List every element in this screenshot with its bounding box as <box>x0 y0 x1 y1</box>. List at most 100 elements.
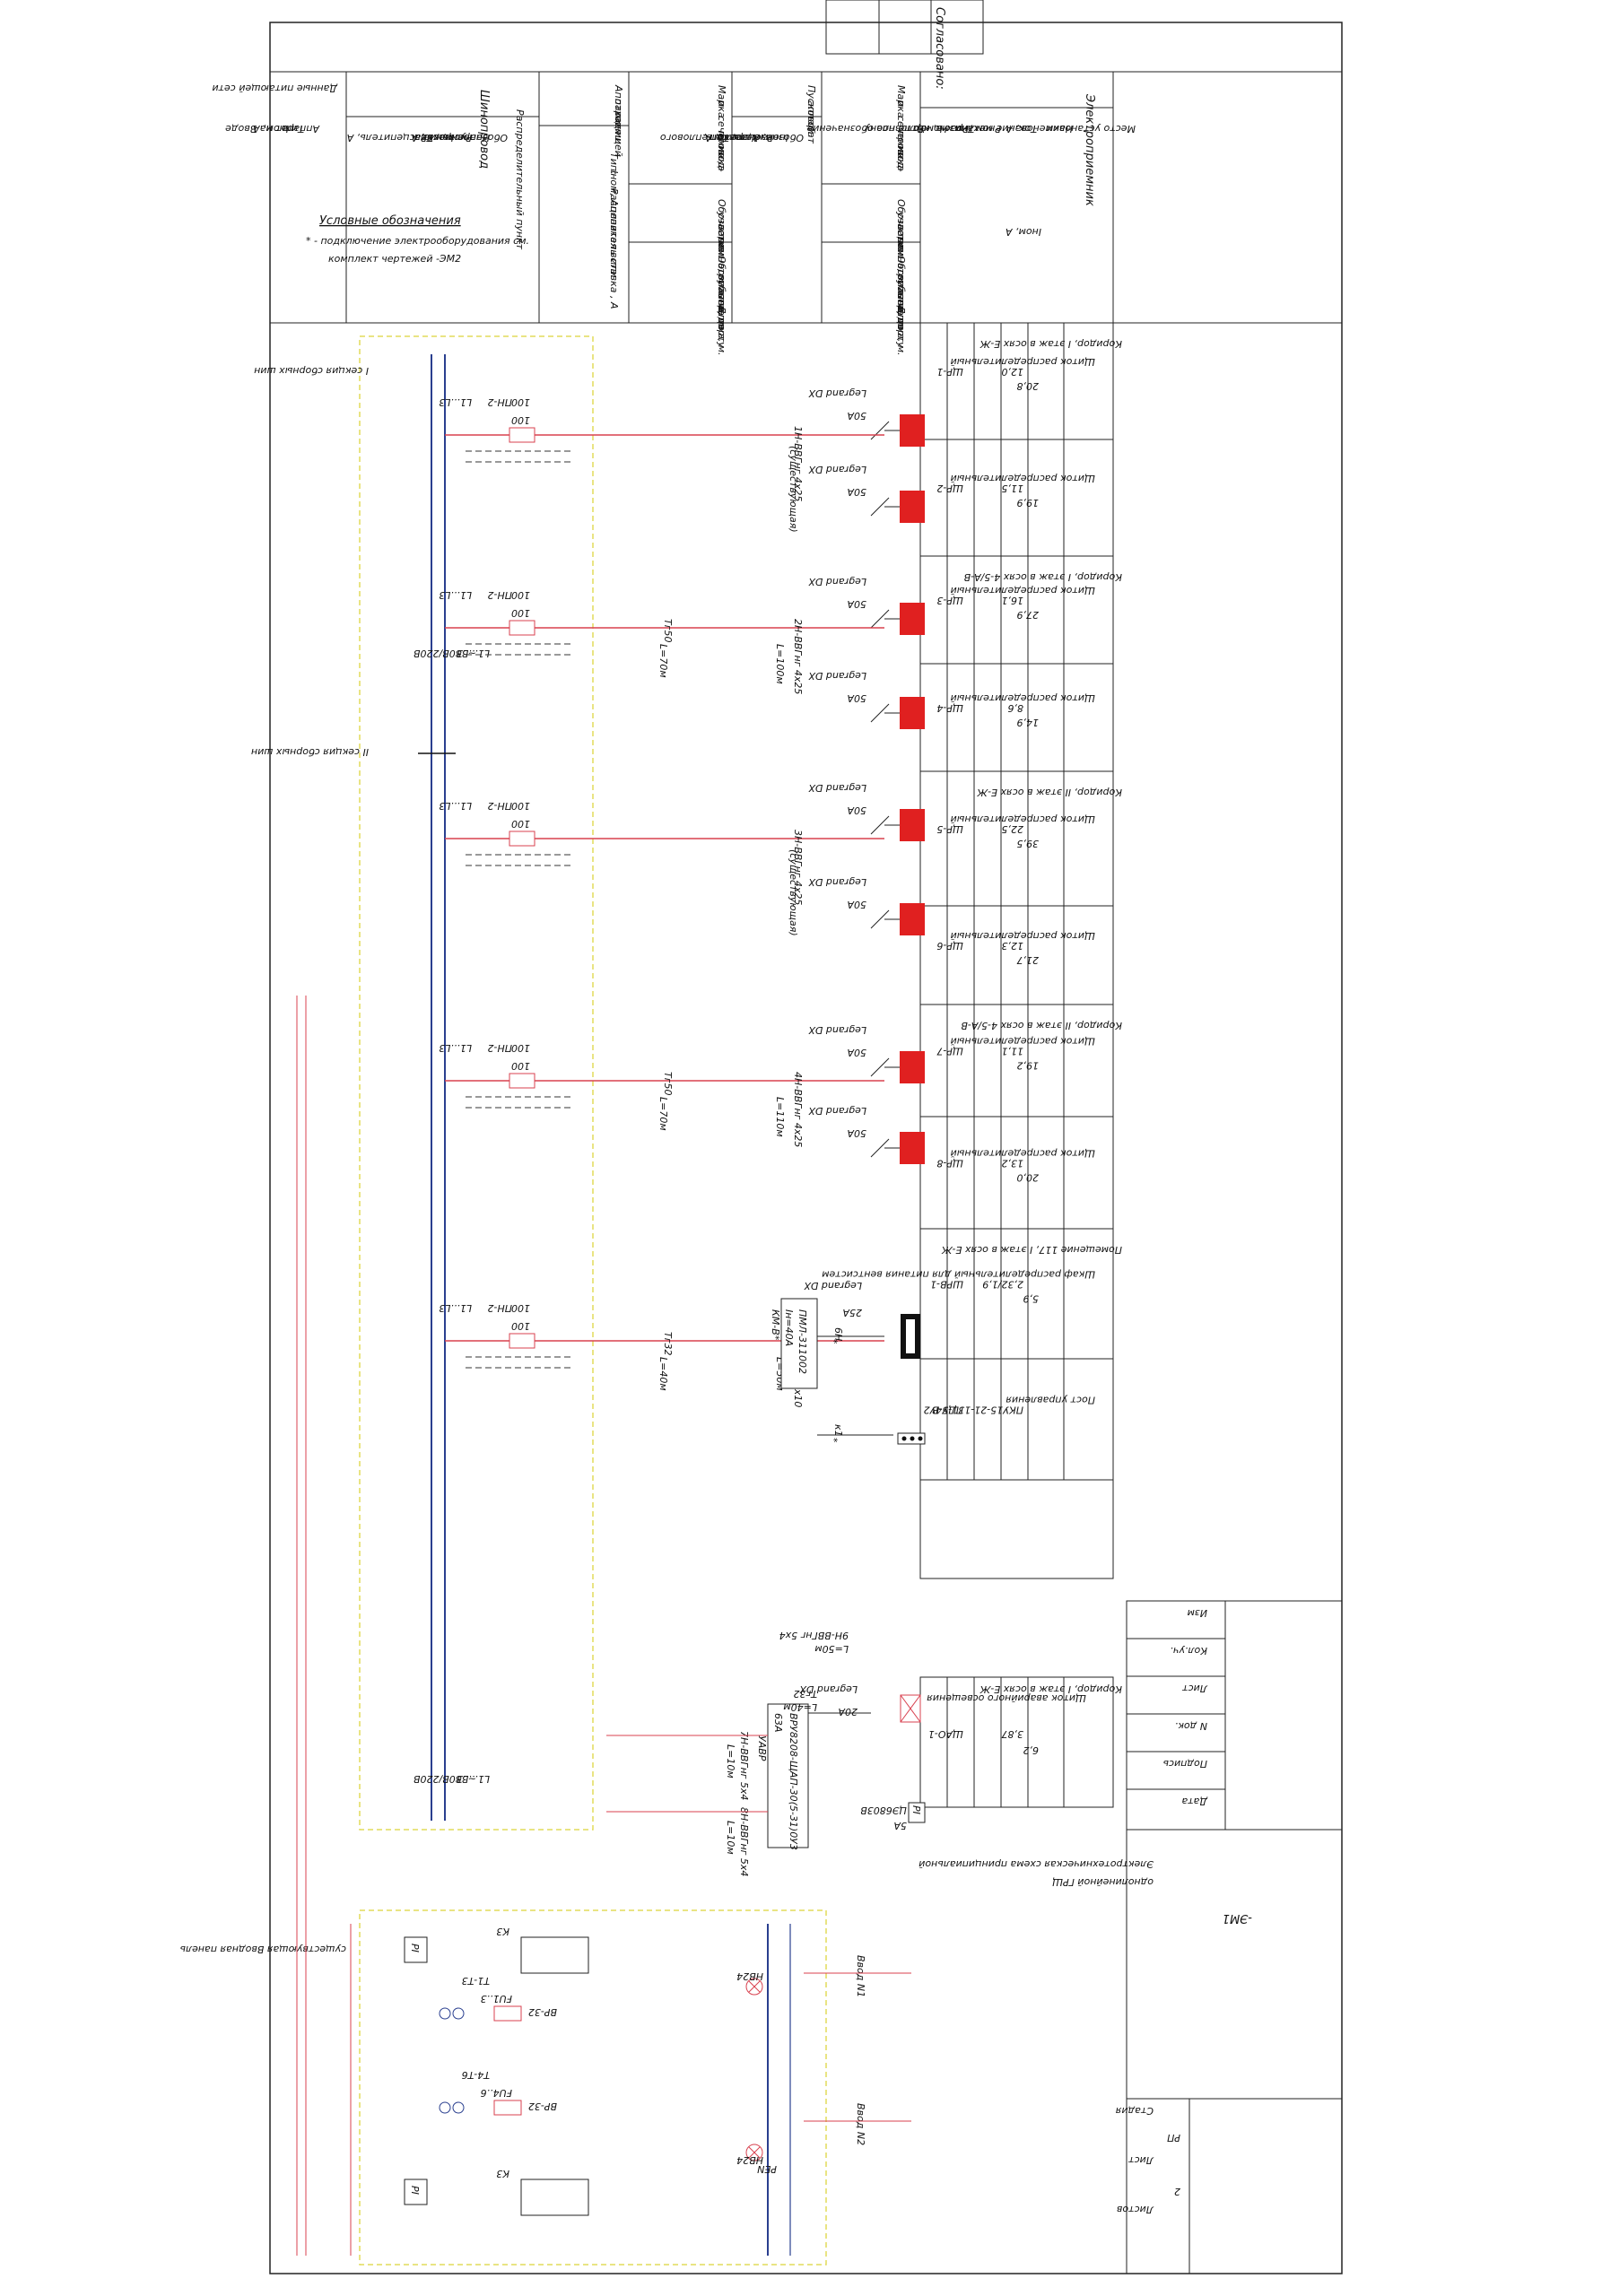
receiver-header: Электроприемник <box>1083 93 1096 206</box>
voltage-label-2: ~380В/220В <box>414 1773 476 1785</box>
board-current-9: 5,9 <box>1023 1293 1040 1305</box>
board-name-9: Шкаф распределительный для питания вентс… <box>822 1269 1095 1281</box>
board-power-9: 2,32/1,9 <box>982 1279 1023 1291</box>
board-place-5: Коридор, II этаж в осях Е-Ж <box>976 787 1122 798</box>
board-current-5: 39,5 <box>1017 838 1040 849</box>
board-id-4: ЩР-4 <box>936 702 963 714</box>
switch-type-4: ПН-2 <box>487 1042 512 1054</box>
busway-row: Обозначение, Тип <box>414 132 508 144</box>
stamp-sheet: 2 <box>1174 2186 1180 2197</box>
starter-rating: Iн=40А <box>783 1309 795 1346</box>
legend-note: * - подключение электрооборудования см. <box>306 235 529 247</box>
wire-tube-header: Обозначен. <box>895 256 907 315</box>
busway-header: Шинопровод <box>477 90 491 169</box>
starter-header: Пусковой <box>805 85 817 135</box>
starter-type: ПМЛ-311002 <box>797 1309 808 1374</box>
incoming-len-2: L=10м <box>725 1821 736 1855</box>
breaker-3 <box>900 603 925 635</box>
stamp-col-4: Подпись <box>1163 1758 1207 1770</box>
nominal-current-header: Iном, А <box>1006 226 1041 238</box>
wire-tube-header: плане, по <box>895 281 907 331</box>
k3-1-label: К3 <box>496 1926 509 1937</box>
k3-1 <box>520 1936 589 1974</box>
breaker-amp-6: 50A <box>847 899 866 910</box>
feeder-length-4: L=110м <box>774 1097 786 1137</box>
board-name-2: Щиток распределительный <box>951 473 1095 484</box>
supply-header: Данные питающей сети <box>212 83 338 94</box>
stamp-stage-hdr-2: Листов <box>1117 2204 1154 2215</box>
lamp-2-label: HB24 <box>736 2154 763 2166</box>
stamp-col-1: Кол.уч. <box>1170 1645 1207 1657</box>
pen-label: PEN <box>757 2163 777 2175</box>
switch-type-5: ПН-2 <box>487 1302 512 1314</box>
breaker-type-1: Legrand DX <box>808 387 866 399</box>
starter-row: Обозначение, Тип <box>710 132 804 144</box>
fuse-2-label: FU4..6 <box>481 2087 512 2099</box>
switch-current-1: 100 <box>511 396 530 408</box>
stamp-code: -ЭМ1 <box>1223 1911 1252 1925</box>
breaker-type-5: Legrand DX <box>808 782 866 794</box>
sheet-frame <box>269 22 1343 2274</box>
supply-row: Тип: <box>282 123 304 135</box>
board-name-6: Щиток распределительный <box>951 930 1095 942</box>
switch-bus-5: L1...L3 <box>439 1302 472 1314</box>
k1-star: * <box>828 1438 840 1443</box>
board-current-4: 14,9 <box>1017 717 1040 728</box>
board-current-8: 20,0 <box>1017 1172 1040 1184</box>
starter-box <box>780 1298 818 1389</box>
breaker-type-6: Legrand DX <box>808 876 866 888</box>
fuse-1 <box>493 2005 522 2022</box>
stamp-stage-hdr-0: Стадия <box>1115 2105 1154 2117</box>
board-place-7: Коридор, II этаж в осях 4-5/А-В <box>961 1020 1122 1031</box>
avr-type: ВРУ8208-ЩАП-30(5-31)0У3 <box>788 1713 799 1850</box>
breaker-4 <box>900 697 925 729</box>
board-id-1: ЩР-1 <box>936 366 963 378</box>
name-header: Наименование механизма <box>936 123 1073 135</box>
fuse-1-label: FU1..3 <box>481 1993 512 2005</box>
plan-number-header: Номер по плану <box>864 123 947 135</box>
feeder-tube-len-5: L=40м <box>657 1357 669 1391</box>
board-power-1: 12,0 <box>1002 366 1024 378</box>
meter-2 <box>404 2179 428 2205</box>
ct-1-label: Т1-Т3 <box>462 1975 490 1987</box>
wire-brand-header: и <box>895 100 907 107</box>
breaker-2 <box>900 491 925 523</box>
emerg-tube-len: L=40м <box>783 1701 817 1713</box>
incoming-len-1: L=10м <box>725 1744 736 1779</box>
board-power-7: 11,1 <box>1002 1046 1024 1057</box>
board-power-10: ПКУ15-21-131-54У2 <box>924 1405 1023 1416</box>
wire-brand-header: провод- <box>895 131 907 172</box>
feeder-note-1: (существующая) <box>788 446 799 533</box>
switch-bus-4: L1...L3 <box>439 1042 472 1054</box>
wire-net-header: Обозначен. <box>895 199 907 258</box>
emerg-tube: Тг32 <box>794 1688 818 1700</box>
emergency-current: 6,2 <box>1023 1744 1040 1756</box>
wire2-brand-header: сечение <box>716 116 727 158</box>
emerg-breaker-type: Legrand DX <box>799 1683 858 1695</box>
power-header: Рном./Ррасч., кВт <box>910 123 1001 135</box>
board-current-2: 19,9 <box>1017 497 1040 509</box>
stamp-title-2: однолинейной ГРЩ <box>1052 1876 1154 1888</box>
breaker-1-label: ВР-32 <box>528 2006 557 2018</box>
board-current-6: 21,7 <box>1017 954 1040 966</box>
wire2-net-header: длина, м. <box>716 236 727 286</box>
emerg-len: L=50м <box>814 1643 849 1655</box>
feeder-tube-5: Тг32 <box>662 1332 674 1356</box>
switch-fuse-1: 100 <box>511 414 530 426</box>
breaker-amp-7: 50A <box>847 1047 866 1058</box>
bus-label-1: L1...L3 <box>457 648 490 659</box>
emergency-name: Щиток аварийного освещения <box>927 1692 1086 1704</box>
breaker-1 <box>900 414 925 447</box>
board-power-2: 11,5 <box>1002 483 1024 494</box>
breaker-type-8: Legrand DX <box>808 1105 866 1117</box>
panel-title: существующая Вводная панель <box>180 1944 346 1955</box>
outgoing-row: плавкая вставка , А <box>608 206 620 309</box>
starter-star: * <box>828 1339 840 1344</box>
switch-type-2: ПН-2 <box>487 589 512 601</box>
board-id-7: ЩР-7 <box>936 1046 963 1057</box>
board-name-8: Щиток распределительный <box>951 1148 1095 1160</box>
supply-row: Аппарат на Вводе <box>225 123 320 135</box>
switch-bus-2: L1...L3 <box>439 589 472 601</box>
stamp-stage: РП <box>1167 2132 1180 2144</box>
